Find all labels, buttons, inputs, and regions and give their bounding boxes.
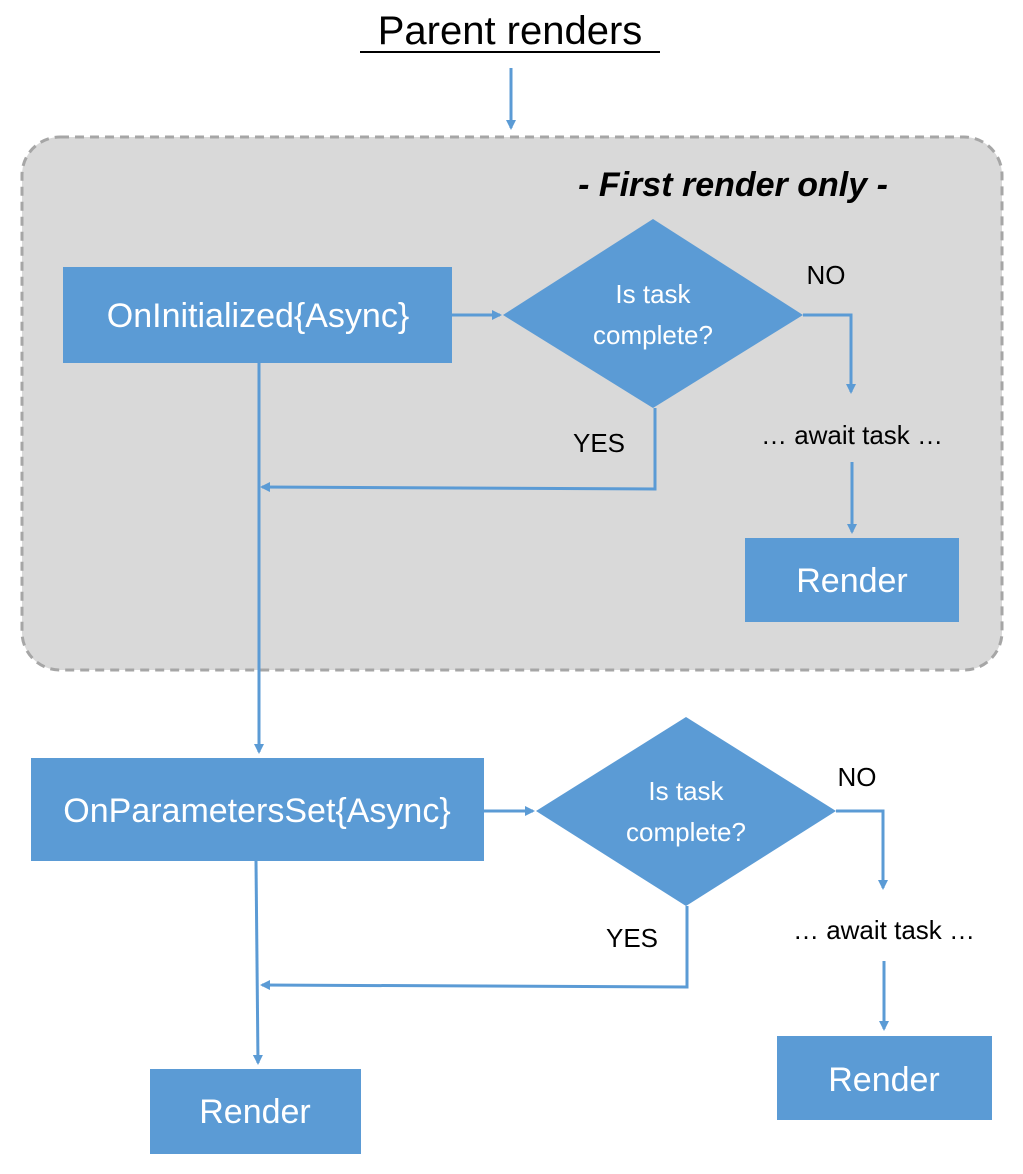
final-render-box (150, 1069, 361, 1154)
second-decision-line2: complete? (626, 817, 746, 847)
second-render-box (777, 1036, 992, 1120)
first-no-label: NO (807, 260, 846, 290)
first-render-region-label: - First render only - (578, 166, 888, 204)
second-yes-arrow (260, 906, 689, 991)
second-decision-line1: Is task (648, 776, 724, 806)
first-decision-line2: complete? (593, 320, 713, 350)
second-decision-diamond (536, 717, 836, 906)
on-parameters-set-label: OnParametersSet{Async} (63, 792, 450, 830)
first-render-label: Render (796, 562, 908, 600)
on-initialized-box (63, 267, 452, 363)
params-to-final-render-arrow (252, 860, 263, 1065)
final-render-label: Render (199, 1093, 311, 1131)
first-yes-arrow (260, 408, 657, 493)
first-decision-line1: Is task (615, 279, 691, 309)
first-render-box (745, 538, 959, 622)
second-no-label: NO (838, 762, 877, 792)
first-no-arrow (803, 313, 856, 394)
second-await-label: … await task … (793, 915, 975, 945)
first-decision-diamond (503, 219, 803, 408)
on-initialized-label: OnInitialized{Async} (107, 297, 409, 335)
second-yes-label: YES (606, 923, 658, 953)
on-parameters-set-box (31, 758, 484, 861)
first-yes-label: YES (573, 428, 625, 458)
second-no-arrow (836, 809, 888, 890)
diagram-title: Parent renders (378, 9, 643, 53)
first-await-label: … await task … (761, 420, 943, 450)
second-render-label: Render (828, 1061, 940, 1099)
